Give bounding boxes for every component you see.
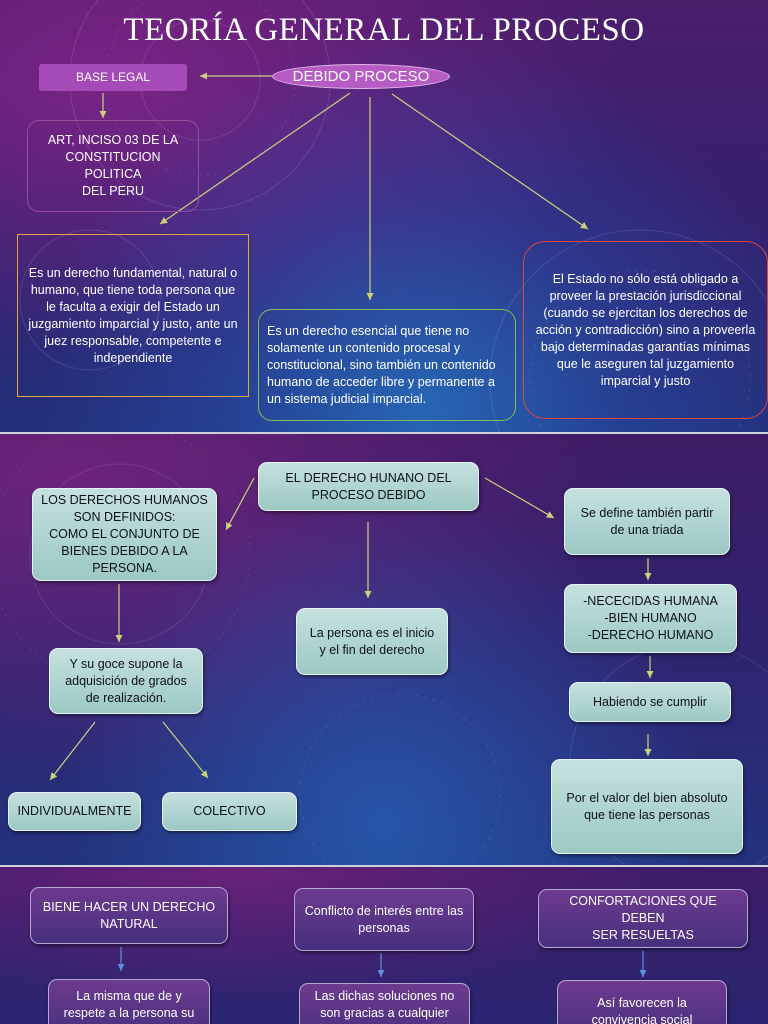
triada-box: Se define también partir de una triada: [564, 488, 730, 555]
individualmente-label: INDIVIDUALMENTE: [17, 804, 132, 818]
persona-text: La persona es el inicio y el fin del der…: [309, 625, 435, 657]
slide-divider: [0, 865, 768, 867]
left-definition-box: Es un derecho fundamental, natural o hum…: [17, 234, 249, 397]
soluciones-box: Las dichas soluciones no son gracias a c…: [299, 983, 470, 1024]
arrow-to-right-1: [484, 477, 555, 519]
derecho-natural-box: BIENE HACER UN DERECHO NATURAL: [30, 887, 228, 944]
left-definition-text: Es un derecho fundamental, natural o hum…: [28, 265, 238, 365]
slide-3: BIENE HACER UN DERECHO NATURAL Conflicto…: [0, 867, 768, 1024]
arrow-to-left-top: [225, 477, 255, 531]
respete-text: La misma que de y respete a la persona s…: [63, 989, 195, 1020]
convivencia-box: Así favorecen la convivencia social: [557, 980, 727, 1024]
necesidades-box: -NECECIDAS HUMANA -BIEN HUMANO -DERECHO …: [564, 584, 737, 653]
middle-definition-box: Es un derecho esencial que tiene no sola…: [258, 309, 516, 421]
proceso-debido-node: EL DERECHO HUNANO DEL PROCESO DEBIDO: [258, 462, 479, 511]
article-box: ART, INCISO 03 DE LA CONSTITUCION POLITI…: [27, 120, 199, 212]
colectivo-label: COLECTIVO: [193, 804, 266, 818]
derechos-humanos-text: LOS DERECHOS HUMANOS SON DEFINIDOS: COMO…: [41, 493, 208, 575]
conflicto-box: Conflicto de interés entre las personas: [294, 888, 474, 951]
valor-box: Por el valor del bien absoluto que tiene…: [551, 759, 743, 854]
arrow-to-individual: [49, 721, 96, 781]
slide3-connectors: [117, 947, 647, 977]
slide-1: TEORÍA GENERAL DEL PROCESO DEBIDO PROCES…: [0, 0, 768, 432]
convivencia-text: Así favorecen la convivencia social: [591, 996, 693, 1024]
proceso-debido-label: EL DERECHO HUNANO DEL PROCESO DEBIDO: [285, 470, 452, 502]
base-legal-label: BASE LEGAL: [75, 70, 151, 84]
arrow-to-right-definition: [391, 93, 589, 230]
debido-proceso-node: DEBIDO PROCESO: [272, 64, 450, 89]
soluciones-text: Las dichas soluciones no son gracias a c…: [314, 989, 455, 1020]
derechos-humanos-box: LOS DERECHOS HUMANOS SON DEFINIDOS: COMO…: [32, 488, 217, 581]
arrow-to-colectivo: [162, 721, 209, 779]
confrontaciones-text: CONFORTACIONES QUE DEBEN SER RESUELTAS: [569, 894, 717, 942]
middle-definition-text: Es un derecho esencial que tiene no sola…: [267, 323, 496, 406]
individualmente-box: INDIVIDUALMENTE: [8, 792, 141, 831]
debido-proceso-label: DEBIDO PROCESO: [292, 68, 430, 85]
respete-box: La misma que de y respete a la persona s…: [48, 979, 210, 1024]
page-title: TEORÍA GENERAL DEL PROCESO: [123, 12, 645, 48]
right-definition-text: El Estado no sólo está obligado a provee…: [535, 271, 756, 388]
slide-2: EL DERECHO HUNANO DEL PROCESO DEBIDO LOS…: [0, 434, 768, 865]
persona-box: La persona es el inicio y el fin del der…: [296, 608, 448, 675]
confrontaciones-box: CONFORTACIONES QUE DEBEN SER RESUELTAS: [538, 889, 748, 948]
right-definition-box: El Estado no sólo está obligado a provee…: [523, 241, 768, 419]
slide-divider: [0, 432, 768, 434]
goce-box: Y su goce supone la adquisición de grado…: [49, 648, 203, 714]
slide2-connectors: [49, 477, 654, 781]
base-legal-box: BASE LEGAL: [39, 64, 187, 91]
article-text: ART, INCISO 03 DE LA CONSTITUCION POLITI…: [47, 133, 179, 198]
colectivo-box: COLECTIVO: [162, 792, 297, 831]
valor-text: Por el valor del bien absoluto que tiene…: [566, 790, 728, 822]
conflicto-text: Conflicto de interés entre las personas: [304, 903, 464, 935]
cumplir-text: Habiendo se cumplir: [593, 694, 707, 709]
necesidades-text: -NECECIDAS HUMANA -BIEN HUMANO -DERECHO …: [583, 594, 718, 642]
goce-text: Y su goce supone la adquisición de grado…: [65, 656, 187, 705]
derecho-natural-text: BIENE HACER UN DERECHO NATURAL: [42, 899, 216, 931]
triada-text: Se define también partir de una triada: [580, 505, 714, 537]
cumplir-box: Habiendo se cumplir: [569, 682, 731, 722]
